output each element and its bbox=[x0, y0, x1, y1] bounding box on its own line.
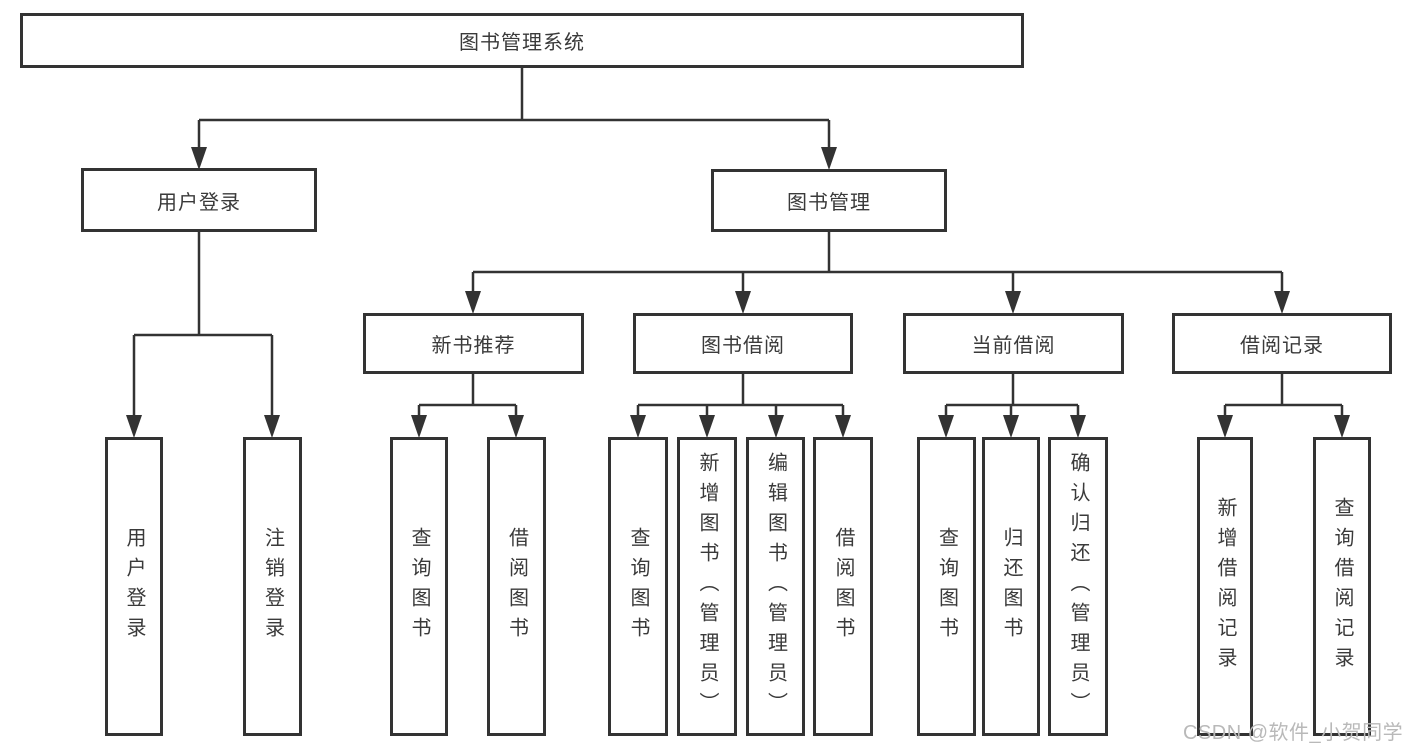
node-new-book-recommend: 新书推荐 bbox=[363, 313, 584, 374]
leaf-bb-edit-books: 编辑图书（管理员） bbox=[746, 437, 805, 736]
leaf-logout: 注销登录 bbox=[243, 437, 302, 736]
leaf-br-add-record: 新增借阅记录 bbox=[1197, 437, 1253, 736]
leaf-br-query-record-label: 查询借阅记录 bbox=[1331, 496, 1353, 677]
leaf-cb-confirm-return: 确认归还（管理员） bbox=[1048, 437, 1108, 736]
node-current-borrowing-label: 当前借阅 bbox=[971, 335, 1056, 357]
leaf-user-login: 用户登录 bbox=[105, 437, 163, 736]
leaf-cb-return-books-label: 归还图书 bbox=[1000, 526, 1022, 647]
node-borrowing-records-label: 借阅记录 bbox=[1240, 335, 1324, 357]
leaf-bb-query-books: 查询图书 bbox=[608, 437, 668, 736]
leaf-cb-return-books: 归还图书 bbox=[982, 437, 1040, 736]
connector-book-management bbox=[471, 232, 1284, 297]
connector-new-book-recommend bbox=[417, 374, 518, 421]
leaf-rec-borrow-books-label: 借阅图书 bbox=[505, 526, 528, 647]
arrowheads bbox=[126, 147, 1350, 438]
leaf-cb-query-books-label: 查询图书 bbox=[935, 526, 958, 647]
leaf-bb-borrow-books-label: 借阅图书 bbox=[832, 526, 854, 647]
node-current-borrowing: 当前借阅 bbox=[903, 313, 1124, 374]
node-book-borrowing-label: 图书借阅 bbox=[701, 335, 785, 357]
node-borrowing-records: 借阅记录 bbox=[1172, 313, 1392, 374]
leaf-rec-query-books-label: 查询图书 bbox=[408, 526, 430, 647]
connector-book-borrowing bbox=[636, 374, 845, 421]
leaf-bb-edit-books-label: 编辑图书（管理员） bbox=[764, 451, 787, 722]
leaf-user-login-label: 用户登录 bbox=[123, 526, 145, 647]
node-book-borrowing: 图书借阅 bbox=[633, 313, 853, 374]
leaf-cb-confirm-return-label: 确认归还（管理员） bbox=[1067, 451, 1089, 722]
leaf-logout-label: 注销登录 bbox=[261, 526, 284, 647]
csdn-watermark: CSDN @软件_小贺同学 bbox=[1183, 722, 1404, 744]
leaf-bb-query-books-label: 查询图书 bbox=[627, 526, 649, 647]
leaf-bb-add-books-label: 新增图书（管理员） bbox=[696, 451, 718, 722]
leaf-bb-borrow-books: 借阅图书 bbox=[813, 437, 873, 736]
leaf-rec-borrow-books: 借阅图书 bbox=[487, 437, 546, 736]
leaf-br-add-record-label: 新增借阅记录 bbox=[1214, 496, 1236, 677]
connector-user-login bbox=[132, 232, 274, 421]
node-user-login-label: 用户登录 bbox=[157, 191, 241, 214]
leaf-cb-query-books: 查询图书 bbox=[917, 437, 976, 736]
leaf-br-query-record: 查询借阅记录 bbox=[1313, 437, 1371, 736]
node-book-management-label: 图书管理 bbox=[787, 192, 871, 214]
connector-borrowing-records bbox=[1223, 374, 1344, 421]
connector-current-borrowing bbox=[944, 374, 1080, 421]
connector-root bbox=[197, 68, 831, 152]
node-root-label: 图书管理系统 bbox=[459, 32, 585, 54]
leaf-bb-add-books: 新增图书（管理员） bbox=[677, 437, 737, 736]
node-user-login: 用户登录 bbox=[81, 168, 317, 232]
leaf-rec-query-books: 查询图书 bbox=[390, 437, 448, 736]
node-root: 图书管理系统 bbox=[20, 13, 1024, 68]
node-book-management: 图书管理 bbox=[711, 169, 947, 232]
node-new-book-recommend-label: 新书推荐 bbox=[431, 335, 516, 357]
